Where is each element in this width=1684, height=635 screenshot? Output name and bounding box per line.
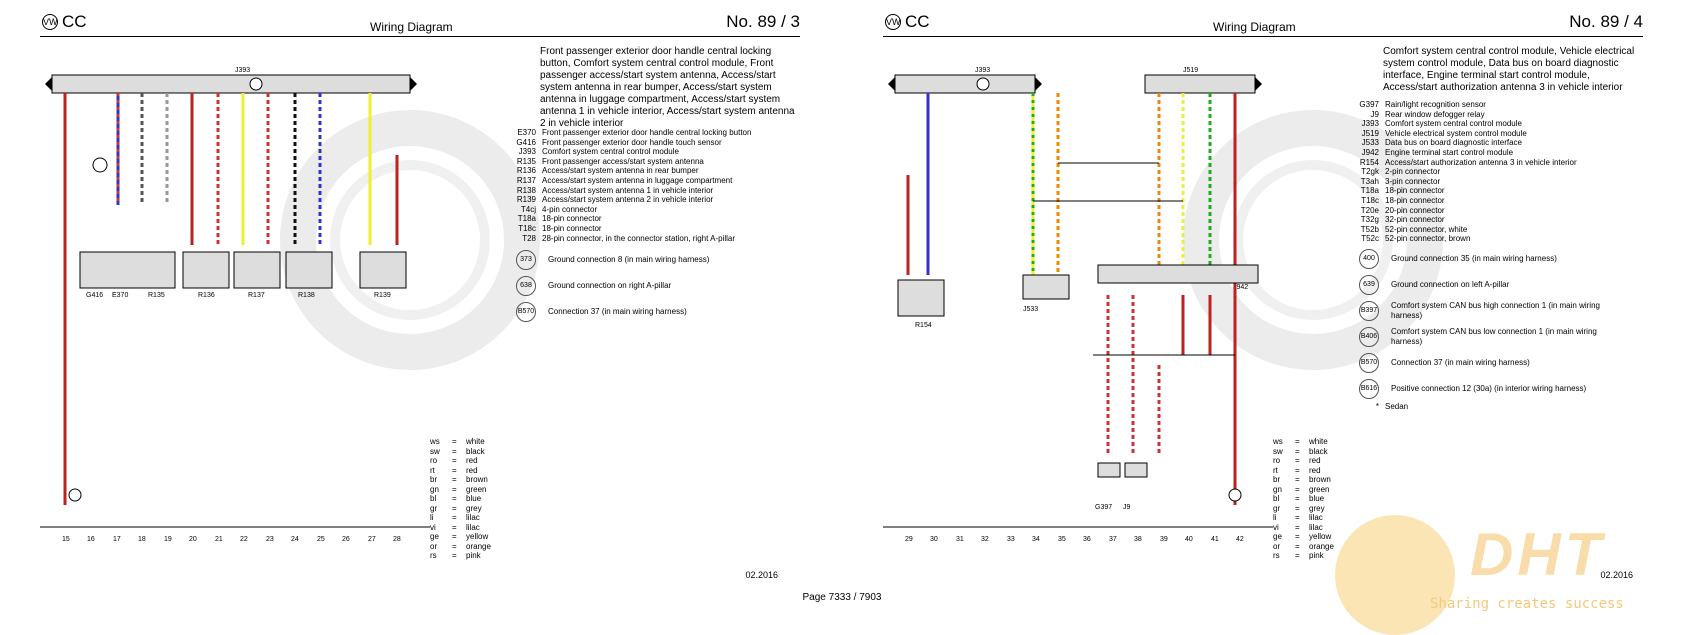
module-label: R135: [148, 292, 165, 299]
page-number: No. 89 / 4: [1569, 12, 1643, 31]
bottom-number: 24: [291, 536, 299, 543]
module-label: E370: [112, 292, 128, 299]
page-header: VW CC Wiring Diagram No. 89 / 3: [40, 10, 800, 37]
bottom-number: 18: [138, 536, 146, 543]
bottom-number: 28: [393, 536, 401, 543]
module-label: J519: [1183, 67, 1198, 74]
page-number: No. 89 / 3: [726, 12, 800, 31]
bottom-number: 39: [1160, 536, 1168, 543]
bottom-number: 30: [930, 536, 938, 543]
bottom-number: 33: [1007, 536, 1015, 543]
bottom-number: 40: [1185, 536, 1193, 543]
bottom-number: 34: [1032, 536, 1040, 543]
model-name: CC: [905, 12, 930, 31]
bottom-number: 25: [317, 536, 325, 543]
bottom-number: 36: [1083, 536, 1091, 543]
module-label: R154: [915, 322, 932, 329]
bottom-number: 23: [266, 536, 274, 543]
bottom-number: 26: [342, 536, 350, 543]
module-label: J393: [975, 67, 990, 74]
dht-slogan: Sharing creates success: [1430, 596, 1624, 612]
circuit-title: Front passenger exterior door handle cen…: [540, 46, 795, 129]
bottom-number: 35: [1058, 536, 1066, 543]
bottom-number: 22: [240, 536, 248, 543]
bottom-number: 21: [215, 536, 223, 543]
module-label: G416: [86, 292, 103, 299]
page-header: VW CC Wiring Diagram No. 89 / 4: [883, 10, 1643, 37]
revision-date: 02.2016: [745, 570, 778, 580]
bottom-numbers: 29 30 31 32 33 34 35 36 37 38 39 40 41 4…: [905, 536, 1244, 543]
bottom-number: 15: [62, 536, 70, 543]
page-footer: Page 7333 / 7903: [802, 592, 882, 603]
vw-logo-icon: VW: [42, 14, 58, 30]
module-label: J942: [1233, 284, 1248, 291]
module-label: R137: [248, 292, 265, 299]
module-label: R139: [374, 292, 391, 299]
wiring-page-right: VW CC Wiring Diagram No. 89 / 4 J393 J51…: [883, 10, 1653, 580]
wire-color-legend: ws=white sw=black ro=red rt=red br=brown…: [430, 437, 491, 560]
vw-logo-icon: VW: [885, 14, 901, 30]
bottom-number: 32: [981, 536, 989, 543]
dht-watermark-text: DHT: [1470, 521, 1606, 588]
bottom-numbers: 15 16 17 18 19 20 21 22 23 24 25 26 27 2…: [62, 536, 401, 543]
revision-date: 02.2016: [1600, 570, 1633, 580]
module-label: J393: [235, 67, 250, 74]
bottom-number: 41: [1211, 536, 1219, 543]
module-label: R136: [198, 292, 215, 299]
wiring-diagram-left: J393 G416 E370 R135: [40, 67, 430, 543]
wire-color-legend: ws=white sw=black ro=red rt=red br=brown…: [1273, 437, 1334, 560]
dht-watermark-icon: [1335, 515, 1455, 635]
module-label: G397: [1095, 504, 1112, 511]
model-name: CC: [62, 12, 87, 31]
wiring-page-left: VW CC Wiring Diagram No. 89 / 3 J393: [40, 10, 810, 580]
bottom-number: 27: [368, 536, 376, 543]
wiring-diagram-right: J393 J519 J533 J942 R154 G397 J9: [883, 67, 1273, 543]
circuit-title: Comfort system central control module, V…: [1383, 46, 1635, 93]
bottom-number: 37: [1109, 536, 1117, 543]
bottom-number: 38: [1134, 536, 1142, 543]
bottom-number: 19: [164, 536, 172, 543]
header-title: Wiring Diagram: [1213, 20, 1296, 34]
module-label: J533: [1023, 306, 1038, 313]
module-label: J9: [1123, 504, 1131, 511]
bottom-number: 31: [956, 536, 964, 543]
bottom-number: 42: [1236, 536, 1244, 543]
bottom-number: 20: [189, 536, 197, 543]
bottom-number: 16: [87, 536, 95, 543]
bottom-number: 17: [113, 536, 121, 543]
ground-item: *Sedan: [1375, 401, 1409, 411]
header-title: Wiring Diagram: [370, 20, 453, 34]
module-label: R138: [298, 292, 315, 299]
bottom-number: 29: [905, 536, 913, 543]
